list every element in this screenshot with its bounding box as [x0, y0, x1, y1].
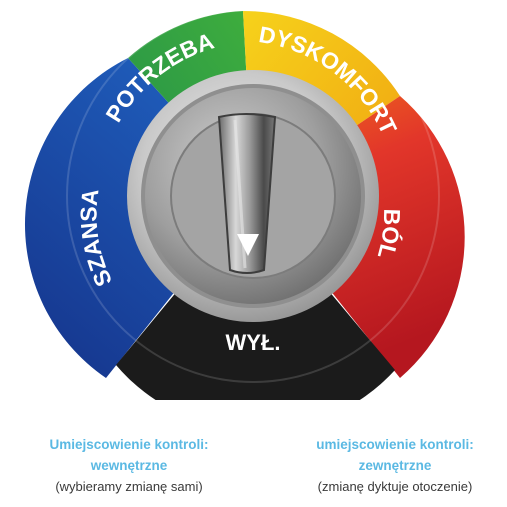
label-off: WYŁ.: [226, 330, 281, 355]
control-dial: POTRZEBA DYSKOMFORT BÓL SZANSA WYŁ.: [24, 9, 465, 400]
knob-grip[interactable]: [217, 113, 277, 274]
caption-internal-heading: Umiejscowienie kontroli:: [49, 437, 209, 452]
caption-external-sub: zewnętrzne: [358, 458, 432, 473]
caption-internal-sub: wewnętrzne: [90, 458, 168, 473]
caption-internal-note: (wybieramy zmianę sami): [55, 479, 203, 494]
caption-external-note: (zmianę dyktuje otoczenie): [317, 479, 473, 494]
caption-external: umiejscowienie kontroli: zewnętrzne (zmi…: [280, 434, 507, 497]
caption-internal: Umiejscowienie kontroli: wewnętrzne (wyb…: [14, 434, 244, 497]
caption-external-heading: umiejscowienie kontroli:: [316, 437, 474, 452]
pointer-arrow-icon: [237, 234, 259, 256]
